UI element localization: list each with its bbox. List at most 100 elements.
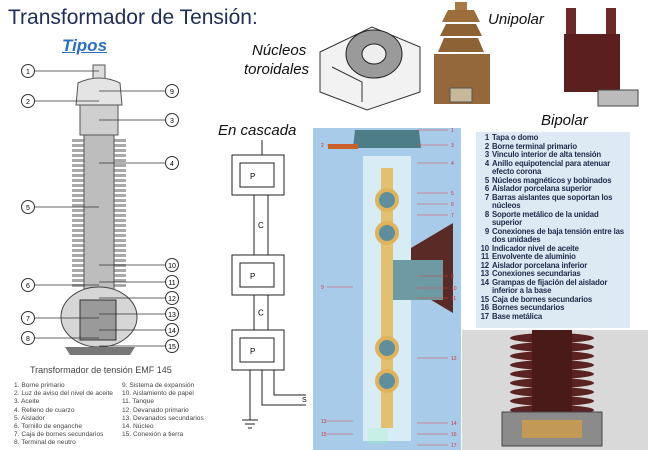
emf-callout-4: 4 [99, 156, 179, 170]
emf-callout-12: 12 [99, 291, 179, 305]
emf-callout-10: 10 [99, 258, 179, 272]
cascade-stage-1: P [231, 154, 285, 196]
emf-legend-item: 7. Caja de bornes secundarios [14, 431, 104, 439]
secondary-label: S [302, 397, 307, 404]
bipolar-callout-3: 3 [417, 143, 454, 149]
bipolar-callout-7: 7 [417, 213, 454, 219]
item-number: 5 [484, 175, 489, 185]
bipolar-callout-number: 14 [451, 421, 457, 427]
coupling-label: C [258, 221, 264, 230]
item-text: Envolvente de aluminio [492, 252, 576, 261]
bipolar-callout-12: 12 [417, 356, 457, 362]
item-text: Conexiones secundarias [492, 269, 581, 278]
emf-callout-number: 15 [168, 344, 176, 351]
label-unipolar: Unipolar [488, 11, 544, 28]
emf-legend-item: 6. Tornillo de enganche [14, 423, 83, 431]
emf145-caption: Transformador de tensión EMF 145 [30, 365, 172, 375]
item-number: 2 [484, 141, 489, 151]
bipolar-callout-10: 10 [417, 286, 457, 292]
emf-callout-number: 12 [168, 296, 176, 303]
item-number: 7 [484, 192, 489, 202]
item-text: Soporte metálico de la unidad superior [492, 209, 599, 227]
item-text: Barras aislantes que soportan los núcleo… [492, 192, 613, 210]
emf-legend-item: 15. Conexión a tierra [122, 431, 184, 439]
emf-legend-item: 2. Luz de aviso del nivel de aceite [14, 390, 113, 398]
bipolar-callout-6: 6 [417, 202, 454, 208]
emf-legend-item: 1. Borne primario [14, 382, 65, 389]
item-text: Aislador porcelana superior [492, 184, 592, 193]
bipolar-callout-number: 1 [451, 128, 454, 134]
emf-callout-number: 7 [26, 316, 30, 323]
emf-callout-number: 8 [26, 336, 30, 343]
item-number: 14 [480, 277, 490, 287]
bipolar-callout-number: 10 [451, 286, 457, 292]
ground-icon [242, 370, 258, 429]
item-text: Bornes secundarios [492, 303, 565, 312]
label-toroidal: Núcleos [252, 42, 306, 59]
item-text: Grampas de fijación del aislador inferio… [492, 277, 608, 295]
item-text: Tapa o domo [492, 133, 539, 142]
bipolar-callout-number: 3 [451, 143, 454, 149]
emf-callout-15: 15 [99, 339, 179, 353]
item-text: Indicador nivel de aceite [492, 243, 579, 253]
bipolar-callout-16: 16 [417, 432, 457, 438]
item-number: 10 [480, 243, 490, 253]
bipolar-callout-number: 5 [451, 191, 454, 197]
label-bipolar: Bipolar [541, 112, 588, 129]
primary-label: P [250, 172, 255, 181]
item-text: Núcleos magnéticos y bobinados [492, 175, 612, 185]
bipolar-callout-number: 12 [451, 356, 457, 362]
item-number: 16 [480, 303, 490, 312]
toroidal-core-image [319, 26, 421, 111]
emf-callout-number: 11 [168, 280, 175, 287]
item-text: Anillo equipotencial para atenuar efecto… [492, 158, 611, 176]
emf-legend-item: 8. Terminal de neutro [14, 439, 76, 447]
emf-callout-7: 7 [21, 311, 99, 325]
item-number: 13 [480, 269, 490, 278]
item-text: Caja de bornes secundarios [492, 294, 593, 304]
item-number: 6 [484, 184, 489, 193]
emf-callout-8: 8 [21, 331, 99, 345]
emf-legend-item: 12. Devanado primario [122, 406, 189, 414]
item-number: 8 [484, 209, 489, 219]
emf-callout-number: 9 [170, 89, 174, 96]
bipolar-callout-number: 7 [451, 213, 454, 219]
slide-title: Transformador de Tensión: [8, 6, 258, 29]
bipolar-callout-number: 16 [451, 432, 457, 438]
emf-callout-number: 3 [170, 118, 174, 125]
bipolar-callout-number: 17 [451, 443, 457, 449]
bipolar-callout-number: 8 [451, 274, 454, 280]
primary-label: P [250, 347, 255, 356]
emf-legend-item: 3. Aceite [14, 398, 40, 406]
primary-label: P [250, 272, 255, 281]
bipolar-transformer-photo [462, 330, 648, 450]
item-text: Base metálica [492, 311, 543, 321]
bipolar-callout-2: 2 [321, 143, 353, 149]
bipolar-callout-14: 14 [417, 421, 457, 427]
emf-legend-item: 13. Devanados secundarios [122, 414, 204, 422]
item-number: 15 [480, 294, 490, 304]
emf-legend-item: 11. Tanque [122, 398, 155, 406]
item-number: 3 [484, 150, 489, 159]
item-text: Conexiones de baja tensión entre las dos… [492, 226, 624, 244]
bipolar-callout-number: 13 [321, 419, 327, 425]
bipolar-callout-5: 5 [417, 191, 454, 197]
emf-callout-number: 1 [26, 69, 30, 76]
bipolar-callout-13: 13 [321, 419, 353, 425]
